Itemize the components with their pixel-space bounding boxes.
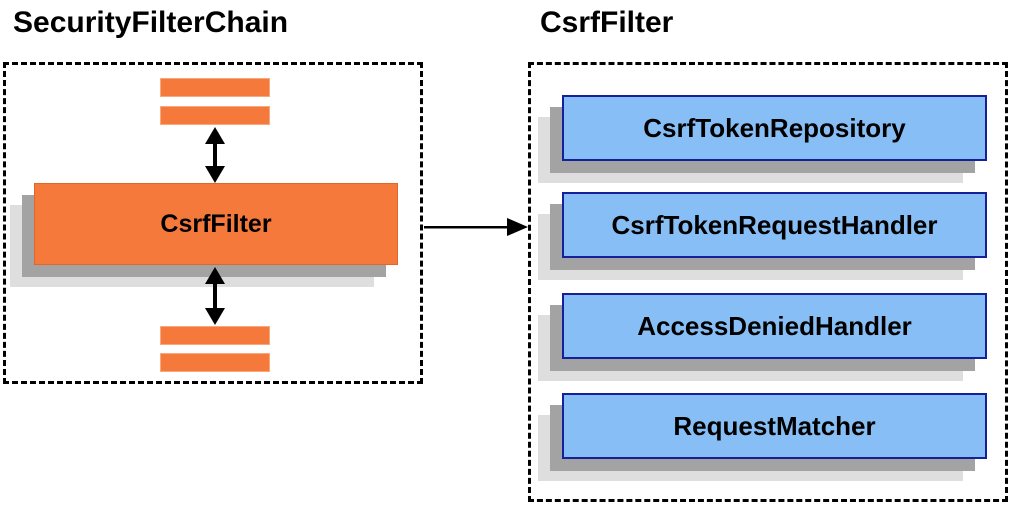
csrf-token-request-handler-box: CsrfTokenRequestHandler [562, 192, 987, 258]
component-row: RequestMatcher [538, 393, 987, 481]
filter-placeholder-bar [160, 353, 270, 372]
csrf-filter-node: CsrfFilter [10, 183, 398, 287]
component-row: CsrfTokenRequestHandler [538, 192, 987, 280]
request-matcher-box: RequestMatcher [562, 393, 987, 459]
security-filter-chain-panel: CsrfFilter [3, 62, 423, 384]
csrf-filter-panel: CsrfTokenRepository CsrfTokenRequestHand… [528, 62, 1008, 502]
access-denied-handler-box: AccessDeniedHandler [562, 293, 987, 359]
filter-placeholder-bar [160, 106, 270, 125]
filter-placeholder-bar [160, 326, 270, 345]
right-arrow-icon [424, 218, 528, 236]
csrf-filter-box: CsrfFilter [34, 183, 398, 265]
component-row: CsrfTokenRepository [538, 95, 987, 183]
csrf-filter-title: CsrfFilter [540, 6, 674, 39]
security-filter-chain-title: SecurityFilterChain [13, 6, 289, 39]
component-row: AccessDeniedHandler [538, 293, 987, 381]
filter-placeholder-bar [160, 78, 270, 97]
csrf-token-repository-box: CsrfTokenRepository [562, 95, 987, 161]
